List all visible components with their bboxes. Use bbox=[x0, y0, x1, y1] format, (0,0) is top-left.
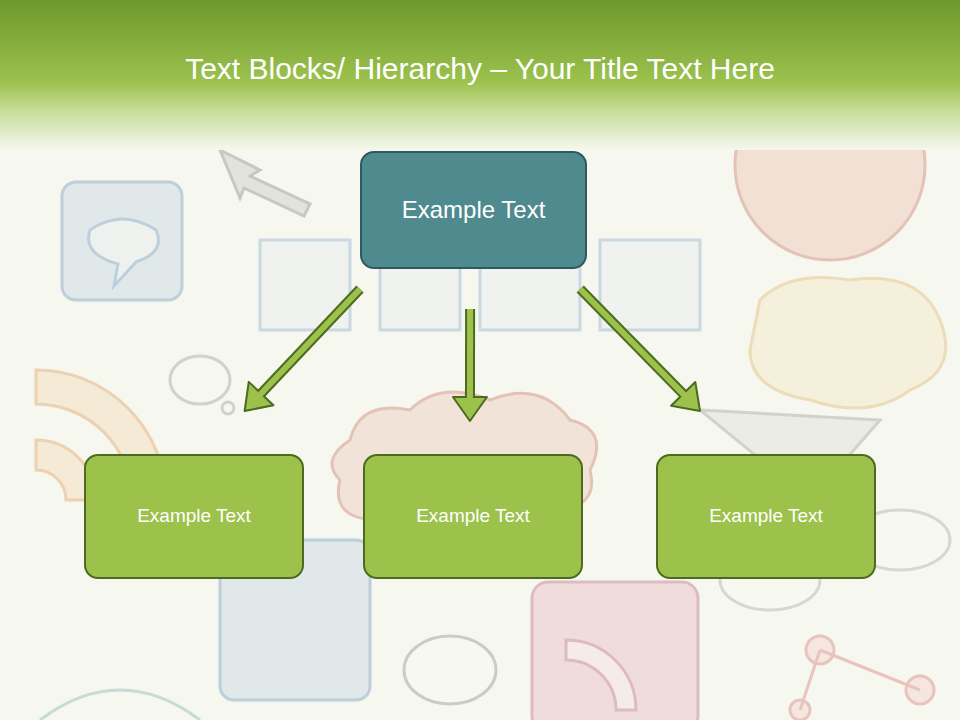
arrow-outline bbox=[465, 309, 475, 399]
text-block-box: Example Text bbox=[360, 151, 587, 269]
arrow-shaft bbox=[260, 289, 360, 395]
text-block-box: Example Text bbox=[363, 454, 583, 579]
arrow-outline bbox=[260, 289, 360, 395]
slide-title: Text Blocks/ Hierarchy – Your Title Text… bbox=[0, 52, 960, 86]
box-label: Example Text bbox=[709, 505, 823, 528]
arrow-outline bbox=[580, 289, 684, 395]
text-block-box: Example Text bbox=[656, 454, 876, 579]
arrow-shaft bbox=[580, 289, 684, 395]
hierarchy-arrow bbox=[580, 289, 700, 411]
box-label: Example Text bbox=[416, 505, 530, 528]
box-label: Example Text bbox=[137, 505, 251, 528]
arrow-shaft bbox=[467, 309, 473, 399]
text-block-box: Example Text bbox=[84, 454, 304, 579]
hierarchy-arrow bbox=[453, 309, 487, 421]
arrow-head bbox=[453, 397, 487, 421]
hierarchy-arrow bbox=[245, 289, 360, 411]
box-label: Example Text bbox=[402, 196, 546, 225]
